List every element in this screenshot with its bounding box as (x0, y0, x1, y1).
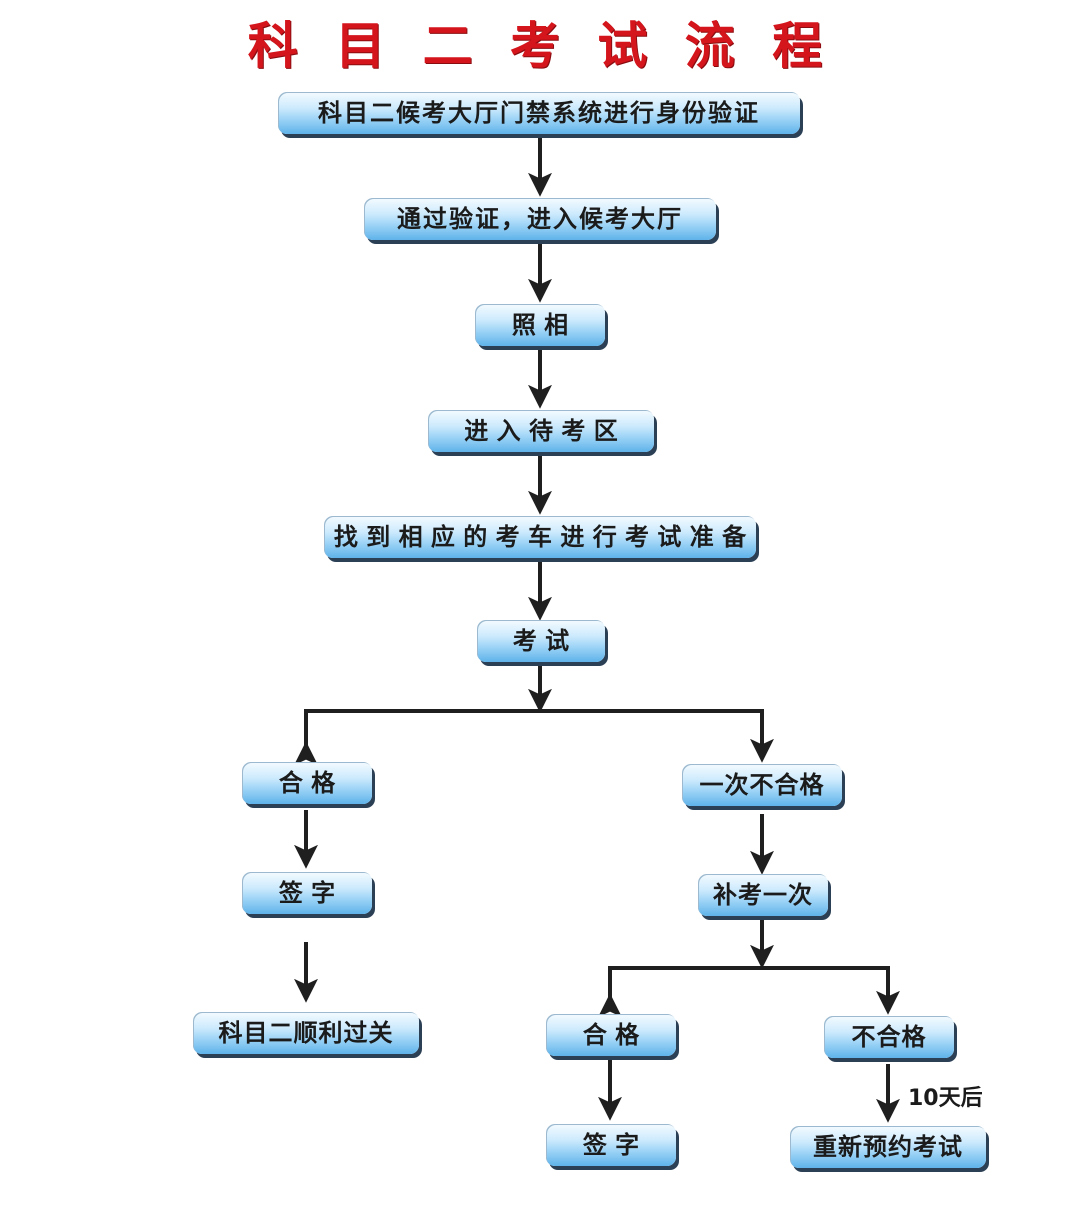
node-sign: 签 字 (242, 872, 372, 914)
node-fail-once: 一次不合格 (682, 764, 842, 806)
connector-exam-split (294, 709, 774, 766)
node-pass-completed: 科目二顺利过关 (193, 1012, 419, 1054)
node-photo: 照 相 (475, 304, 605, 346)
node-identity-verification: 科目二候考大厅门禁系统进行身份验证 (278, 92, 800, 134)
page-title: 科 目 二 考 试 流 程 (247, 17, 833, 75)
node-waiting-area: 进 入 待 考 区 (428, 410, 654, 452)
node-retake-fail: 不合格 (824, 1016, 954, 1058)
node-pass: 合 格 (242, 762, 372, 804)
edge-label-ten-days-later: 10天后 (908, 1086, 983, 1111)
node-retake-pass: 合 格 (546, 1014, 676, 1056)
node-enter-waiting-hall: 通过验证，进入候考大厅 (364, 198, 716, 240)
node-exam-preparation: 找 到 相 应 的 考 车 进 行 考 试 准 备 (324, 516, 756, 558)
node-exam: 考 试 (477, 620, 605, 662)
connector-retake-split (598, 966, 900, 1018)
node-retake-once: 补考一次 (698, 874, 828, 916)
node-rebook-exam: 重新预约考试 (790, 1126, 986, 1168)
node-retake-sign: 签 字 (546, 1124, 676, 1166)
